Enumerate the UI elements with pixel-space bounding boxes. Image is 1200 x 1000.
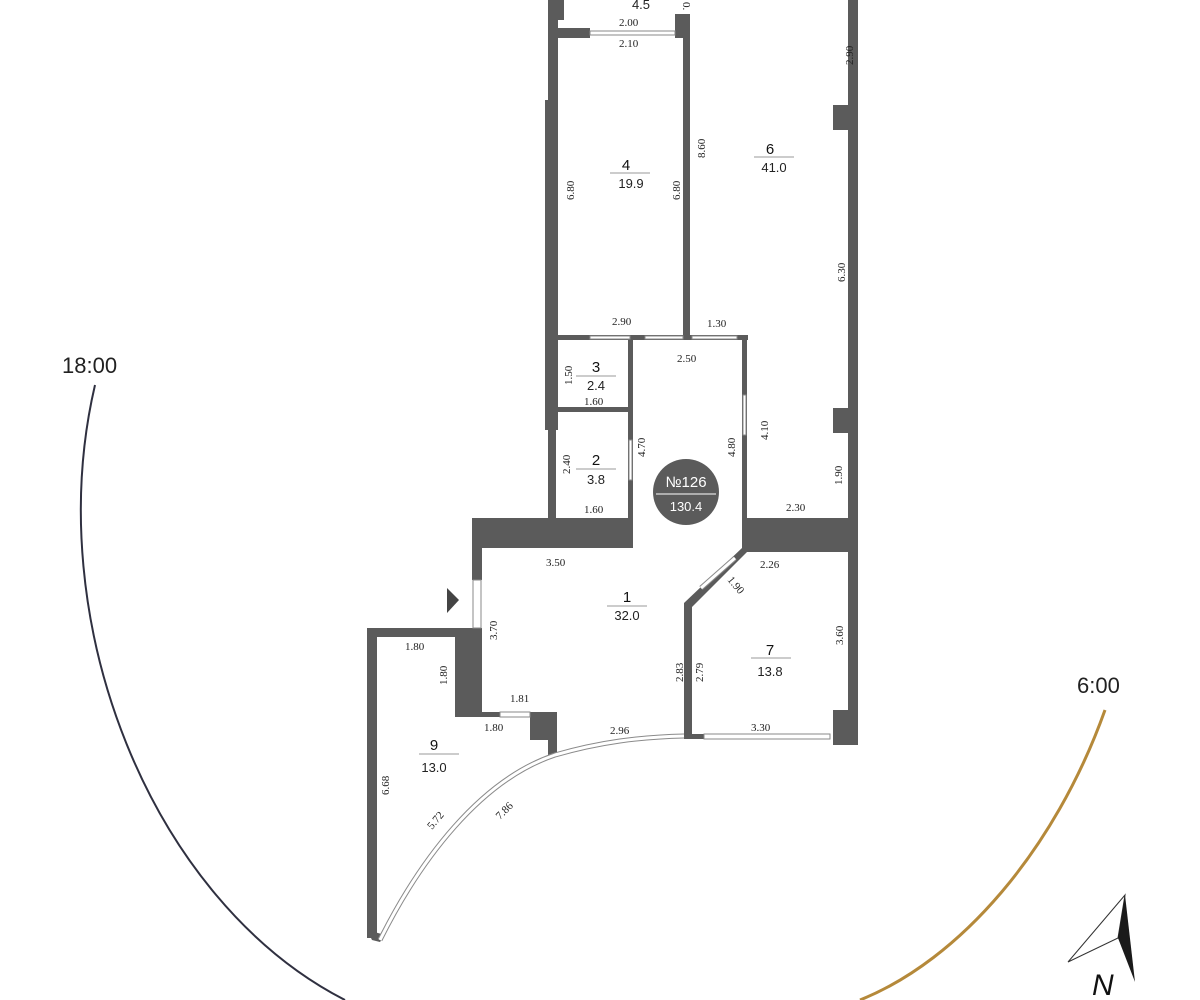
room-label-9: 913.0 bbox=[419, 737, 459, 775]
svg-text:19.9: 19.9 bbox=[618, 176, 643, 191]
svg-text:2.96: 2.96 bbox=[610, 725, 630, 737]
compass-north-icon: N bbox=[1067, 893, 1135, 1000]
svg-text:2.00: 2.00 bbox=[619, 17, 639, 29]
sun-path-evening-arc bbox=[79, 384, 346, 1000]
walls bbox=[367, 0, 858, 942]
svg-text:1.30: 1.30 bbox=[707, 318, 727, 330]
svg-text:3.50: 3.50 bbox=[546, 557, 566, 569]
dim-partial: 0. bbox=[680, 2, 692, 11]
windows bbox=[377, 30, 831, 942]
svg-text:1.90: 1.90 bbox=[833, 465, 845, 485]
svg-text:6: 6 bbox=[766, 141, 774, 158]
room-label-6: 641.0 bbox=[754, 141, 794, 175]
svg-text:1.80: 1.80 bbox=[484, 722, 504, 734]
compass-label: N bbox=[1092, 969, 1114, 1000]
svg-text:4: 4 bbox=[622, 157, 630, 174]
svg-text:2.26: 2.26 bbox=[760, 559, 780, 571]
room-label-7: 713.8 bbox=[751, 642, 791, 679]
svg-text:1.80: 1.80 bbox=[438, 665, 450, 685]
svg-text:4.70: 4.70 bbox=[636, 437, 648, 457]
svg-text:6.68: 6.68 bbox=[380, 775, 392, 795]
svg-text:5.72: 5.72 bbox=[425, 809, 447, 831]
svg-text:2.10: 2.10 bbox=[619, 38, 639, 50]
entrance-arrow-icon bbox=[447, 588, 459, 613]
svg-text:32.0: 32.0 bbox=[614, 608, 639, 623]
sun-label-evening: 18:00 bbox=[62, 353, 117, 378]
svg-text:2.90: 2.90 bbox=[844, 45, 856, 65]
svg-text:7: 7 bbox=[766, 642, 774, 659]
svg-text:4.10: 4.10 bbox=[759, 420, 771, 440]
svg-text:8.60: 8.60 bbox=[696, 138, 708, 158]
svg-text:3: 3 bbox=[592, 359, 600, 376]
svg-text:1: 1 bbox=[623, 589, 631, 606]
room-label-4: 419.9 bbox=[610, 157, 650, 191]
svg-text:1.60: 1.60 bbox=[584, 504, 604, 516]
svg-text:1.50: 1.50 bbox=[563, 365, 575, 385]
svg-text:9: 9 bbox=[430, 737, 438, 754]
svg-text:3.30: 3.30 bbox=[751, 722, 771, 734]
svg-text:13.8: 13.8 bbox=[757, 664, 782, 679]
svg-text:2.4: 2.4 bbox=[587, 378, 605, 393]
svg-text:1.90: 1.90 bbox=[725, 574, 747, 597]
sun-path-morning-arc bbox=[859, 709, 1107, 1000]
room-label-2: 23.8 bbox=[576, 452, 616, 487]
svg-text:3.70: 3.70 bbox=[488, 620, 500, 640]
room-area-partial: 4.5 bbox=[632, 0, 650, 12]
apartment-number: №126 bbox=[665, 474, 706, 491]
svg-text:41.0: 41.0 bbox=[761, 160, 786, 175]
svg-text:1.80: 1.80 bbox=[405, 641, 425, 653]
dimension-labels: 2.00 2.10 2.90 1.30 2.50 1.60 1.60 2.30 … bbox=[380, 17, 856, 832]
svg-text:13.0: 13.0 bbox=[421, 760, 446, 775]
svg-text:6.80: 6.80 bbox=[671, 180, 683, 200]
svg-text:1.60: 1.60 bbox=[584, 396, 604, 408]
apartment-badge: №126 130.4 bbox=[653, 459, 719, 525]
svg-text:2.79: 2.79 bbox=[694, 662, 706, 682]
svg-text:6.80: 6.80 bbox=[565, 180, 577, 200]
svg-text:2.83: 2.83 bbox=[674, 662, 686, 682]
room-label-1: 132.0 bbox=[607, 589, 647, 623]
svg-text:3.8: 3.8 bbox=[587, 472, 605, 487]
svg-text:2.90: 2.90 bbox=[612, 316, 632, 328]
svg-text:2.40: 2.40 bbox=[561, 454, 573, 474]
svg-text:3.60: 3.60 bbox=[834, 625, 846, 645]
svg-text:1.81: 1.81 bbox=[510, 693, 529, 705]
svg-text:6.30: 6.30 bbox=[836, 262, 848, 282]
svg-text:4.80: 4.80 bbox=[726, 437, 738, 457]
room-label-3: 32.4 bbox=[576, 359, 616, 393]
sun-label-morning: 6:00 bbox=[1077, 673, 1120, 698]
svg-text:2: 2 bbox=[592, 452, 600, 469]
svg-text:2.50: 2.50 bbox=[677, 353, 697, 365]
apartment-total-area: 130.4 bbox=[670, 499, 703, 514]
svg-text:7.86: 7.86 bbox=[494, 800, 516, 822]
svg-text:2.30: 2.30 bbox=[786, 502, 806, 514]
